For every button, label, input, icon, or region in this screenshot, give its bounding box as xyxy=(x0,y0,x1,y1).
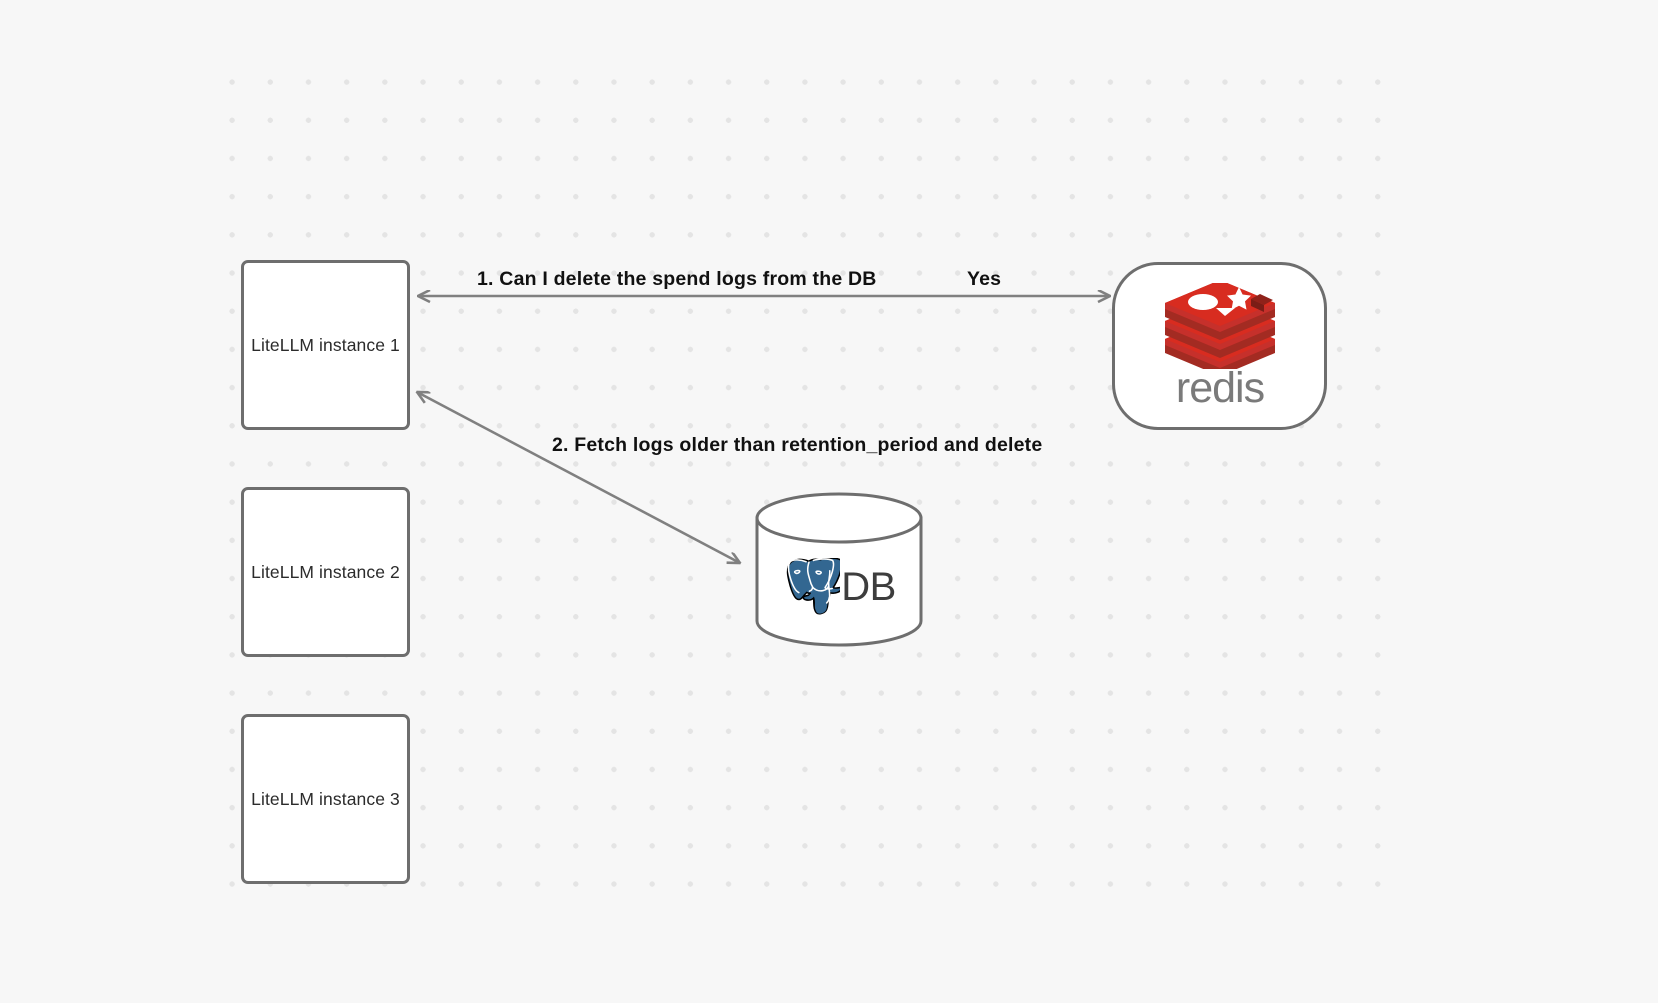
node-redis[interactable]: redis xyxy=(1112,262,1327,430)
redis-logo: redis xyxy=(1158,283,1282,411)
redis-stacked-logo-icon xyxy=(1164,283,1275,369)
node-label: LiteLLM instance 2 xyxy=(251,561,400,582)
node-litellm-instance-1[interactable]: LiteLLM instance 1 xyxy=(241,260,410,430)
node-litellm-instance-2[interactable]: LiteLLM instance 2 xyxy=(241,487,410,657)
node-database[interactable]: DB xyxy=(753,492,925,647)
node-label: LiteLLM instance 3 xyxy=(251,788,400,809)
postgresql-elephant-icon xyxy=(787,557,841,615)
redis-wordmark-icon: redis xyxy=(1175,367,1264,411)
db-label: DB xyxy=(841,564,896,609)
svg-text:redis: redis xyxy=(1175,367,1263,411)
edge-label-1: 1. Can I delete the spend logs from the … xyxy=(477,268,877,290)
edge-label-yes: Yes xyxy=(967,268,1002,290)
edge-db-to-litellm1 xyxy=(417,392,740,563)
database-cylinder-icon xyxy=(755,492,923,647)
edge-label-2: 2. Fetch logs older than retention_perio… xyxy=(552,434,1043,456)
node-label: LiteLLM instance 1 xyxy=(251,334,400,355)
node-litellm-instance-3[interactable]: LiteLLM instance 3 xyxy=(241,714,410,884)
